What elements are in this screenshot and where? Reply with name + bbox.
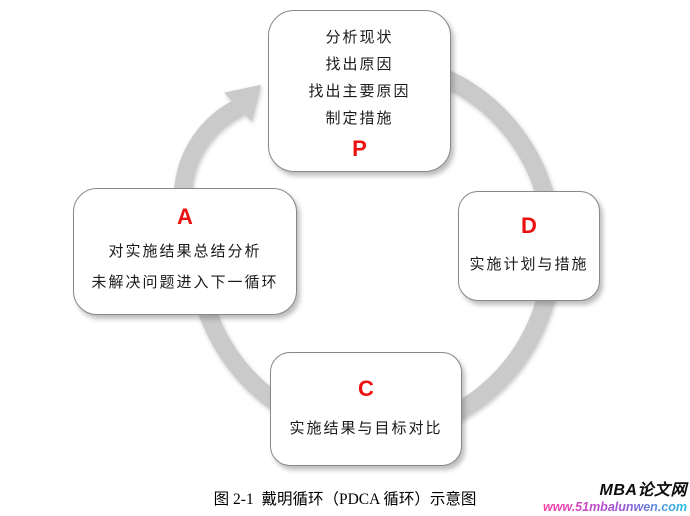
- arrowhead-icon: [224, 84, 262, 122]
- ring-arc: [187, 53, 562, 442]
- node-check-line-1: 实施结果与目标对比: [289, 420, 443, 437]
- node-do: D 实施计划与措施: [458, 191, 600, 301]
- node-do-letter: D: [521, 213, 537, 238]
- watermark-url: www.51mbalunwen.com: [542, 500, 687, 514]
- node-plan-line-1: 分析现状: [325, 29, 394, 46]
- figure-caption: 图 2-1 戴明循环（PDCA 循环）示意图: [213, 491, 477, 508]
- node-check-letter: C: [358, 375, 374, 401]
- act-to-plan-arrow-shaft: [174, 98, 245, 194]
- node-plan-line-4: 制定措施: [325, 110, 394, 127]
- node-plan-line-2: 找出原因: [325, 56, 394, 73]
- node-act-letter: A: [177, 204, 193, 229]
- node-act-line-2: 未解决问题进入下一循环: [91, 275, 279, 291]
- node-act: A 对实施结果总结分析 未解决问题进入下一循环: [73, 188, 297, 315]
- node-check: C 实施结果与目标对比: [270, 352, 462, 466]
- node-act-line-1: 对实施结果总结分析: [108, 244, 262, 260]
- node-plan-letter: P: [352, 135, 367, 161]
- watermark: MBA论文网 www.51mbalunwen.com: [543, 482, 687, 515]
- node-plan-line-3: 找出主要原因: [308, 83, 411, 100]
- node-do-line-1: 实施计划与措施: [469, 257, 589, 273]
- node-plan: 分析现状 找出原因 找出主要原因 制定措施 P: [268, 10, 451, 172]
- watermark-site-name: MBA论文网: [599, 482, 687, 499]
